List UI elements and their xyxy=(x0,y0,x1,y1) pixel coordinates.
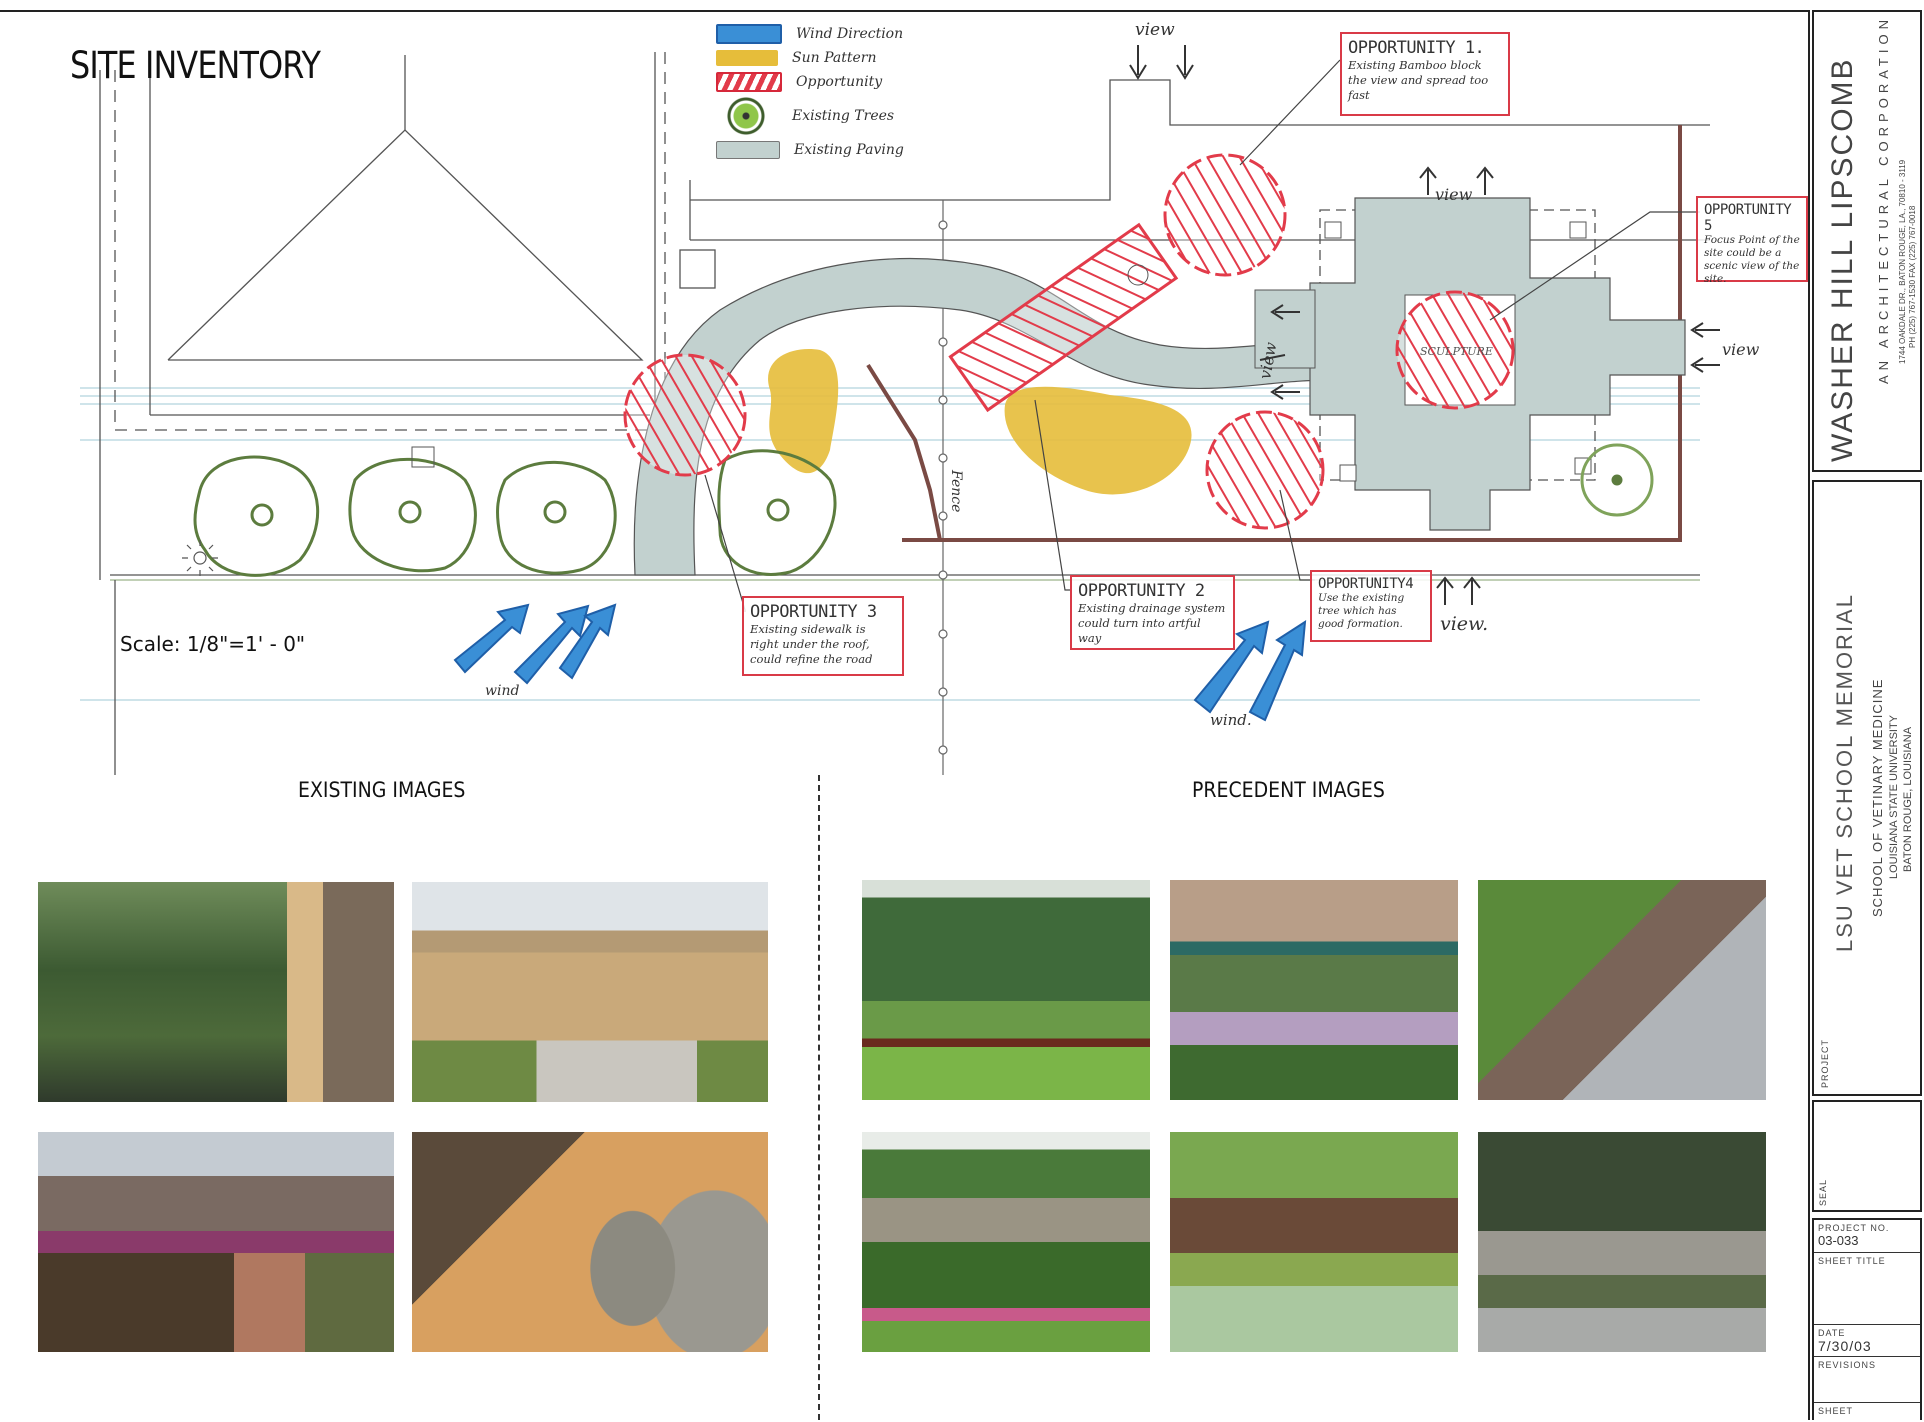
sheet-title-field: SHEET TITLE xyxy=(1814,1252,1920,1324)
opportunity-text: Existing drainage system could turn into… xyxy=(1078,601,1226,645)
sheet-border xyxy=(0,10,1810,1420)
wind-arrows xyxy=(453,603,1307,722)
view-label-top: view xyxy=(1135,20,1175,40)
opportunity-zone-5 xyxy=(1395,290,1515,410)
legend-item-wind: Wind Direction xyxy=(716,22,956,46)
view-label-bottom: view. xyxy=(1440,613,1488,635)
opportunity-zone-3 xyxy=(623,353,747,477)
date-field: DATE 7/30/03 xyxy=(1814,1324,1920,1356)
legend-item-paving: Existing Paving xyxy=(716,138,956,162)
sun-swatch-icon xyxy=(716,50,778,66)
precedent-photo-bench xyxy=(1478,1132,1766,1352)
opportunity-zone-4 xyxy=(1205,410,1325,530)
opportunity-title: OPPORTUNITY4 xyxy=(1318,576,1414,592)
opportunity-zone-2 xyxy=(948,222,1179,413)
revisions-label: REVISIONS xyxy=(1818,1360,1877,1370)
wind-swatch-icon xyxy=(716,24,782,44)
wind-label-left: wind xyxy=(485,683,519,699)
firm-phone: PH (225) 767-1530 FAX (225) 767-0018 xyxy=(1908,205,1917,348)
fence-label: Fence xyxy=(948,469,964,512)
precedent-photo-hosta-bed xyxy=(1170,1132,1458,1352)
opportunity-title: OPPORTUNITY 1. xyxy=(1348,38,1485,58)
site-plan: view view view view view. SCULPTURE Fenc… xyxy=(80,20,1760,775)
sheet-title: SITE INVENTORY xyxy=(70,44,321,87)
view-label-right: view xyxy=(1722,340,1760,359)
precedent-photo-patio-lavender xyxy=(1170,880,1458,1100)
opportunity-callout-4: OPPORTUNITY4 Use the existing tree which… xyxy=(1310,570,1432,642)
opportunity-title: OPPORTUNITY 5 xyxy=(1704,202,1792,234)
opportunity-zone-1 xyxy=(1163,153,1287,277)
legend-label: Opportunity xyxy=(796,74,883,90)
section-divider xyxy=(818,775,820,1420)
opportunity-text: Existing sidewalk is right under the roo… xyxy=(750,622,873,666)
view-arrows xyxy=(1129,45,1720,605)
firm-name: WASHER HILL LIPSCOMB xyxy=(1826,57,1859,462)
legend-label: Wind Direction xyxy=(796,26,904,42)
existing-photo-brick-path xyxy=(38,1132,394,1352)
legend-label: Existing Trees xyxy=(792,108,895,124)
opportunity-text: Focus Point of the site could be a sceni… xyxy=(1704,234,1800,285)
sheet-field: SHEET xyxy=(1814,1402,1920,1422)
existing-photo-entrance xyxy=(412,882,768,1102)
sheet-title-label: SHEET TITLE xyxy=(1818,1256,1886,1266)
sun-symbol xyxy=(182,540,218,576)
sun-pattern-1 xyxy=(768,349,839,474)
date-value: 7/30/03 xyxy=(1818,1338,1872,1354)
opportunity-zones xyxy=(623,153,1515,530)
revisions-field: REVISIONS xyxy=(1814,1356,1920,1402)
view-label-plaza: view xyxy=(1435,185,1473,204)
project-subtitle-1: SCHOOL OF VETINARY MEDICINE xyxy=(1870,678,1885,917)
legend-label: Existing Paving xyxy=(794,142,904,158)
precedent-photo-fence-border xyxy=(862,1132,1150,1352)
legend: Wind Direction Sun Pattern Opportunity E… xyxy=(716,22,956,162)
title-block-firm: WASHER HILL LIPSCOMB AN ARCHITECTURAL CO… xyxy=(1812,10,1922,472)
legend-item-opportunity: Opportunity xyxy=(716,70,956,94)
opportunity-callout-1: OPPORTUNITY 1. Existing Bamboo block the… xyxy=(1340,32,1510,116)
legend-label: Sun Pattern xyxy=(792,50,877,66)
precedent-images-heading: PRECEDENT IMAGES xyxy=(1192,778,1385,802)
seal-label: SEAL xyxy=(1818,1178,1828,1206)
title-block-project: LSU VET SCHOOL MEMORIAL SCHOOL OF VETINA… xyxy=(1812,480,1922,1096)
wall-line xyxy=(866,125,1682,542)
opportunity-callout-2: OPPORTUNITY 2 Existing drainage system c… xyxy=(1070,575,1235,650)
sheet-label: SHEET xyxy=(1818,1406,1854,1416)
wind-label-right: wind. xyxy=(1210,711,1252,729)
precedent-photo-rock-garden xyxy=(1478,880,1766,1100)
opportunity-title: OPPORTUNITY 3 xyxy=(750,602,877,622)
project-number-label: PROJECT NO. xyxy=(1818,1223,1890,1233)
existing-photo-bamboo xyxy=(38,882,394,1102)
project-number-field: PROJECT NO. 03-033 xyxy=(1814,1220,1920,1252)
title-block-info: PROJECT NO. 03-033 SHEET TITLE DATE 7/30… xyxy=(1812,1218,1922,1420)
sun-pattern-2 xyxy=(1004,386,1192,495)
tree-symbol-icon xyxy=(726,96,766,136)
project-subtitle-3: BATON ROUGE, LOUISIANA xyxy=(1902,726,1914,872)
opportunity-text: Existing Bamboo block the view and sprea… xyxy=(1348,58,1489,102)
project-name: LSU VET SCHOOL MEMORIAL xyxy=(1832,593,1857,952)
legend-item-sun: Sun Pattern xyxy=(716,46,956,70)
scale-label: Scale: 1/8"=1' - 0" xyxy=(120,632,306,656)
existing-images-heading: EXISTING IMAGES xyxy=(298,778,466,802)
sculpture-label: SCULPTURE xyxy=(1420,345,1493,358)
opportunity-title: OPPORTUNITY 2 xyxy=(1078,581,1205,601)
paving-swatch-icon xyxy=(716,141,780,159)
opportunity-callout-3: OPPORTUNITY 3 Existing sidewalk is right… xyxy=(742,596,904,676)
firm-subtitle: AN ARCHITECTURAL CORPORATION xyxy=(1876,15,1891,384)
project-number-value: 03-033 xyxy=(1818,1233,1859,1248)
date-label: DATE xyxy=(1818,1328,1846,1338)
legend-item-trees: Existing Trees xyxy=(716,94,956,138)
opportunity-text: Use the existing tree which has good for… xyxy=(1318,592,1405,630)
hatched-swatch-icon xyxy=(716,72,782,92)
existing-photo-drainage xyxy=(412,1132,768,1352)
title-block-seal: SEAL xyxy=(1812,1100,1922,1212)
firm-address: 1744 OAKDALE DR., BATON ROUGE, LA., 7081… xyxy=(1898,159,1907,364)
opportunity-callout-5: OPPORTUNITY 5 Focus Point of the site co… xyxy=(1696,196,1808,285)
precedent-photo-lawn-shrubs xyxy=(862,880,1150,1100)
fence-line xyxy=(938,200,948,775)
project-label: PROJECT xyxy=(1820,1038,1830,1088)
project-subtitle-2: LOUISIANA STATE UNIVERSITY xyxy=(1888,714,1900,879)
